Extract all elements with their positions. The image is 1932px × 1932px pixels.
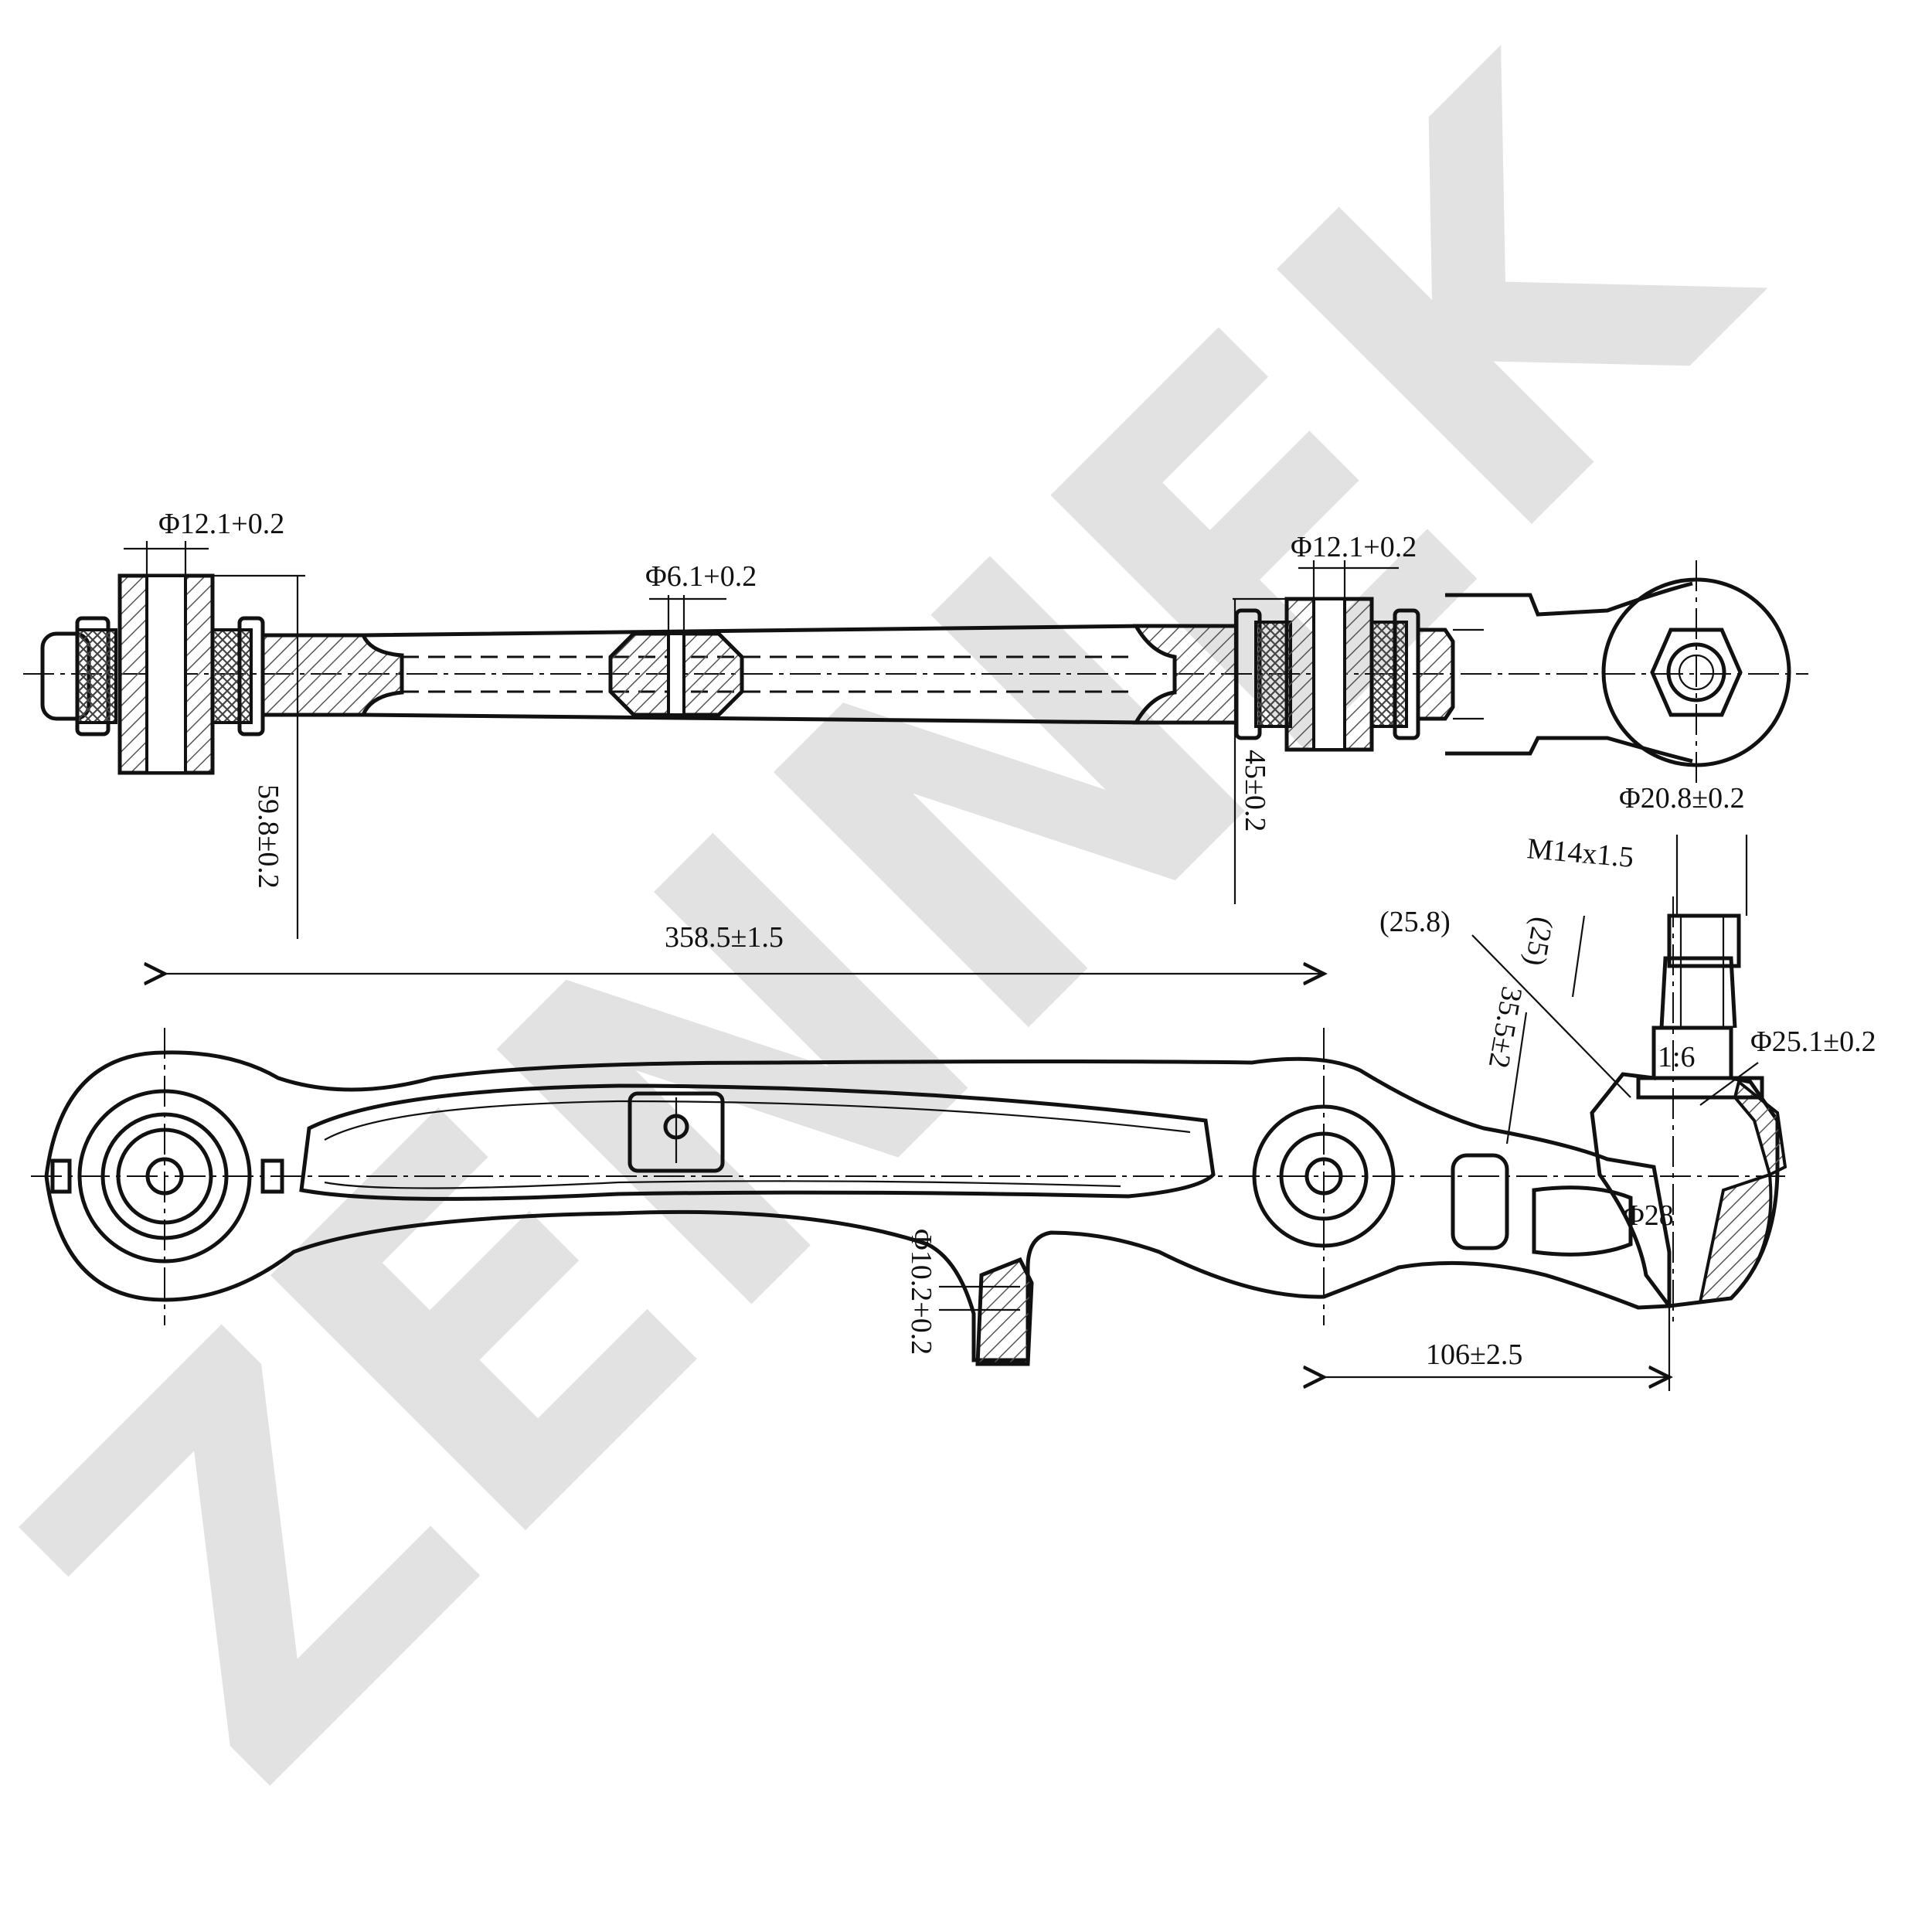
ball-stud-collar [1636, 1076, 1764, 1100]
left-eye-tab-left [50, 1158, 72, 1194]
side-center-boss [628, 1091, 725, 1173]
dim-overall-length: 358.5±1.5 [665, 921, 784, 954]
ball-stud [1659, 956, 1737, 1029]
dim-taper: 1:6 [1658, 1041, 1696, 1073]
arm-outline [44, 1050, 1672, 1362]
dim-stud-thread: M14x1.5 [1526, 832, 1634, 874]
right-eye-outer [1252, 1104, 1396, 1248]
left-rubber [76, 628, 117, 724]
left-eye-inner [116, 1128, 213, 1225]
right-arm-tip [1416, 628, 1455, 721]
ball-joint-nut [1650, 628, 1743, 717]
left-rubber-right [211, 628, 253, 724]
dim-stud-height: 35.5±2 [1482, 984, 1529, 1070]
pocket-window-1 [1451, 1153, 1509, 1250]
left-eye-mid [100, 1112, 229, 1240]
dim-right-bore: Φ12.1+0.2 [1291, 531, 1417, 563]
right-rubber-right [1370, 621, 1408, 728]
dim-boot-leader [1699, 1062, 1759, 1106]
left-eye-bore [145, 1157, 184, 1196]
top-view: Φ12.1+0.2 Φ6.1+0.2 Φ12.1+0.2 59.8±0.2 45… [23, 508, 1808, 939]
dim-right-width: 45±0.2 [1239, 750, 1271, 832]
ball-socket-section [1698, 1172, 1773, 1304]
right-bushing-bore [1312, 597, 1346, 751]
right-neck [1132, 624, 1239, 725]
watermark: ZENNEK [0, 0, 1852, 1883]
bracket-section [975, 1257, 1034, 1366]
watermark-text: ZENNEK [0, 0, 1852, 1883]
right-eye-mid [1279, 1131, 1369, 1221]
dim-center-hole: Φ6.1+0.2 [645, 560, 757, 593]
ball-joint-stud [1666, 642, 1726, 702]
side-view: Φ10.2+0.2 358.5±1.5 106±2.5 Φ28 M14x1.5 … [31, 782, 1876, 1391]
dim-boot-diameter: Φ25.1±0.2 [1750, 1026, 1876, 1058]
dim-stud-nut-diameter: Φ20.8±0.2 [1619, 782, 1745, 815]
dim-thread-line [1571, 915, 1586, 998]
dim-ball-joint-offset: 106±2.5 [1426, 1338, 1522, 1371]
pocket-window-2 [1532, 1185, 1633, 1257]
ball-stud-thread [1679, 916, 1725, 1028]
dim-thread-length-ref: (25) [1519, 914, 1559, 968]
arm-hidden-lines [402, 655, 1136, 693]
dim-stud-length-leader [1471, 934, 1631, 1098]
dim-bracket-hole: Φ10.2+0.2 [905, 1229, 937, 1355]
ball-stud-nut [1667, 913, 1741, 968]
ball-joint-neck-inner [1453, 628, 1484, 720]
dim-stud-length-ref: (25.8) [1379, 906, 1451, 938]
left-eye-tab-right [260, 1158, 284, 1194]
dim-ball-diameter: Φ28 [1623, 1199, 1674, 1232]
arm-inner-rib [299, 1083, 1216, 1201]
arm-inner-rib2 [324, 1100, 1191, 1189]
dim-stud-height-line [1505, 1012, 1528, 1145]
left-bushing-bore [145, 574, 187, 774]
dim-left-bore: Φ12.1+0.2 [158, 508, 284, 540]
ball-joint-stud-inner [1678, 654, 1715, 691]
center-hole [667, 632, 685, 716]
left-neck [260, 633, 404, 717]
left-eye-outer [77, 1089, 252, 1264]
dim-left-width: 59.8±0.2 [252, 784, 284, 889]
right-eye-bore [1304, 1157, 1343, 1196]
